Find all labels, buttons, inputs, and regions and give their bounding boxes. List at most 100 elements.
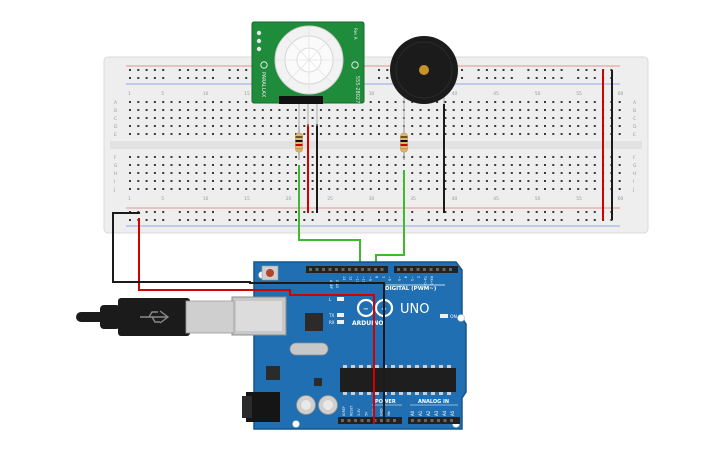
header-pin[interactable] [410,268,413,271]
breadboard-hole[interactable] [577,125,580,127]
rail-hole[interactable] [212,211,214,213]
breadboard-hole[interactable] [253,109,256,111]
breadboard-hole[interactable] [527,133,530,135]
breadboard-hole[interactable] [319,188,322,190]
breadboard-hole[interactable] [585,117,588,119]
breadboard-hole[interactable] [278,133,281,135]
breadboard-hole[interactable] [187,133,190,135]
breadboard-hole[interactable] [544,101,546,103]
header-pin[interactable] [322,268,325,271]
breadboard-hole[interactable] [419,109,422,111]
breadboard-hole[interactable] [137,109,140,111]
breadboard-hole[interactable] [212,117,214,119]
pir-sensor[interactable]: PARALLAX 555-28027 Rev A [251,21,365,126]
breadboard-hole[interactable] [286,172,289,174]
breadboard-hole[interactable] [552,188,555,190]
rail-hole[interactable] [129,219,131,221]
rail-hole[interactable] [485,211,488,213]
breadboard-hole[interactable] [452,172,455,174]
breadboard-hole[interactable] [145,101,148,103]
breadboard-hole[interactable] [577,172,580,174]
breadboard-hole[interactable] [369,164,372,166]
breadboard-hole[interactable] [245,101,248,103]
rail-hole[interactable] [129,77,131,79]
rail-hole[interactable] [386,219,389,221]
breadboard-hole[interactable] [544,125,546,127]
breadboard-hole[interactable] [344,172,347,174]
breadboard-hole[interactable] [477,180,480,182]
breadboard-hole[interactable] [510,133,513,135]
breadboard-hole[interactable] [129,172,131,174]
breadboard-hole[interactable] [618,156,621,158]
header-pin[interactable] [393,419,396,422]
breadboard-hole[interactable] [353,164,356,166]
breadboard-hole[interactable] [162,125,165,127]
rail-hole[interactable] [212,77,214,79]
rail-hole[interactable] [444,211,447,213]
breadboard-hole[interactable] [427,117,430,119]
breadboard-hole[interactable] [162,164,165,166]
breadboard-hole[interactable] [153,188,156,190]
rail-hole[interactable] [560,219,563,221]
rail-hole[interactable] [178,77,181,79]
breadboard-hole[interactable] [295,180,297,182]
breadboard-hole[interactable] [436,101,439,103]
breadboard-hole[interactable] [220,180,223,182]
rail-hole[interactable] [162,77,165,79]
rail-hole[interactable] [195,211,198,213]
breadboard-hole[interactable] [178,188,181,190]
breadboard-hole[interactable] [286,117,289,119]
breadboard-hole[interactable] [411,180,414,182]
header-pin[interactable] [449,268,452,271]
breadboard-hole[interactable] [593,172,596,174]
breadboard-hole[interactable] [253,180,256,182]
breadboard-hole[interactable] [444,109,447,111]
breadboard-hole[interactable] [336,188,339,190]
breadboard-hole[interactable] [178,117,181,119]
rail-hole[interactable] [552,211,555,213]
breadboard-hole[interactable] [203,172,206,174]
breadboard-hole[interactable] [544,117,546,119]
breadboard-hole[interactable] [461,164,463,166]
breadboard-hole[interactable] [544,180,546,182]
rail-hole[interactable] [535,77,538,79]
rail-hole[interactable] [145,219,148,221]
rail-hole[interactable] [328,219,331,221]
rail-hole[interactable] [378,69,380,71]
breadboard-hole[interactable] [378,101,380,103]
breadboard-hole[interactable] [427,125,430,127]
breadboard-hole[interactable] [510,101,513,103]
breadboard-hole[interactable] [411,101,414,103]
breadboard-hole[interactable] [311,117,314,119]
rail-hole[interactable] [212,219,214,221]
breadboard-hole[interactable] [137,180,140,182]
breadboard-hole[interactable] [236,172,239,174]
breadboard-hole[interactable] [485,180,488,182]
breadboard-hole[interactable] [137,156,140,158]
breadboard-hole[interactable] [328,180,331,182]
breadboard-hole[interactable] [129,156,131,158]
header-pin[interactable] [430,419,434,422]
breadboard-hole[interactable] [519,164,522,166]
rail-hole[interactable] [145,211,148,213]
breadboard-hole[interactable] [195,172,198,174]
breadboard-hole[interactable] [411,109,414,111]
header-pin[interactable] [416,268,420,271]
breadboard-hole[interactable] [402,164,405,166]
rail-hole[interactable] [510,219,513,221]
breadboard-hole[interactable] [386,172,389,174]
breadboard-hole[interactable] [436,180,439,182]
breadboard-hole[interactable] [552,125,555,127]
breadboard-hole[interactable] [328,164,331,166]
breadboard-hole[interactable] [328,172,331,174]
breadboard-hole[interactable] [187,109,190,111]
breadboard-hole[interactable] [469,172,472,174]
rail-hole[interactable] [585,219,588,221]
breadboard-hole[interactable] [195,101,198,103]
rail-hole[interactable] [527,69,530,71]
breadboard-hole[interactable] [311,133,314,135]
breadboard-hole[interactable] [145,156,148,158]
rail-hole[interactable] [552,69,555,71]
header-pin[interactable] [348,268,351,271]
rail-hole[interactable] [386,211,389,213]
